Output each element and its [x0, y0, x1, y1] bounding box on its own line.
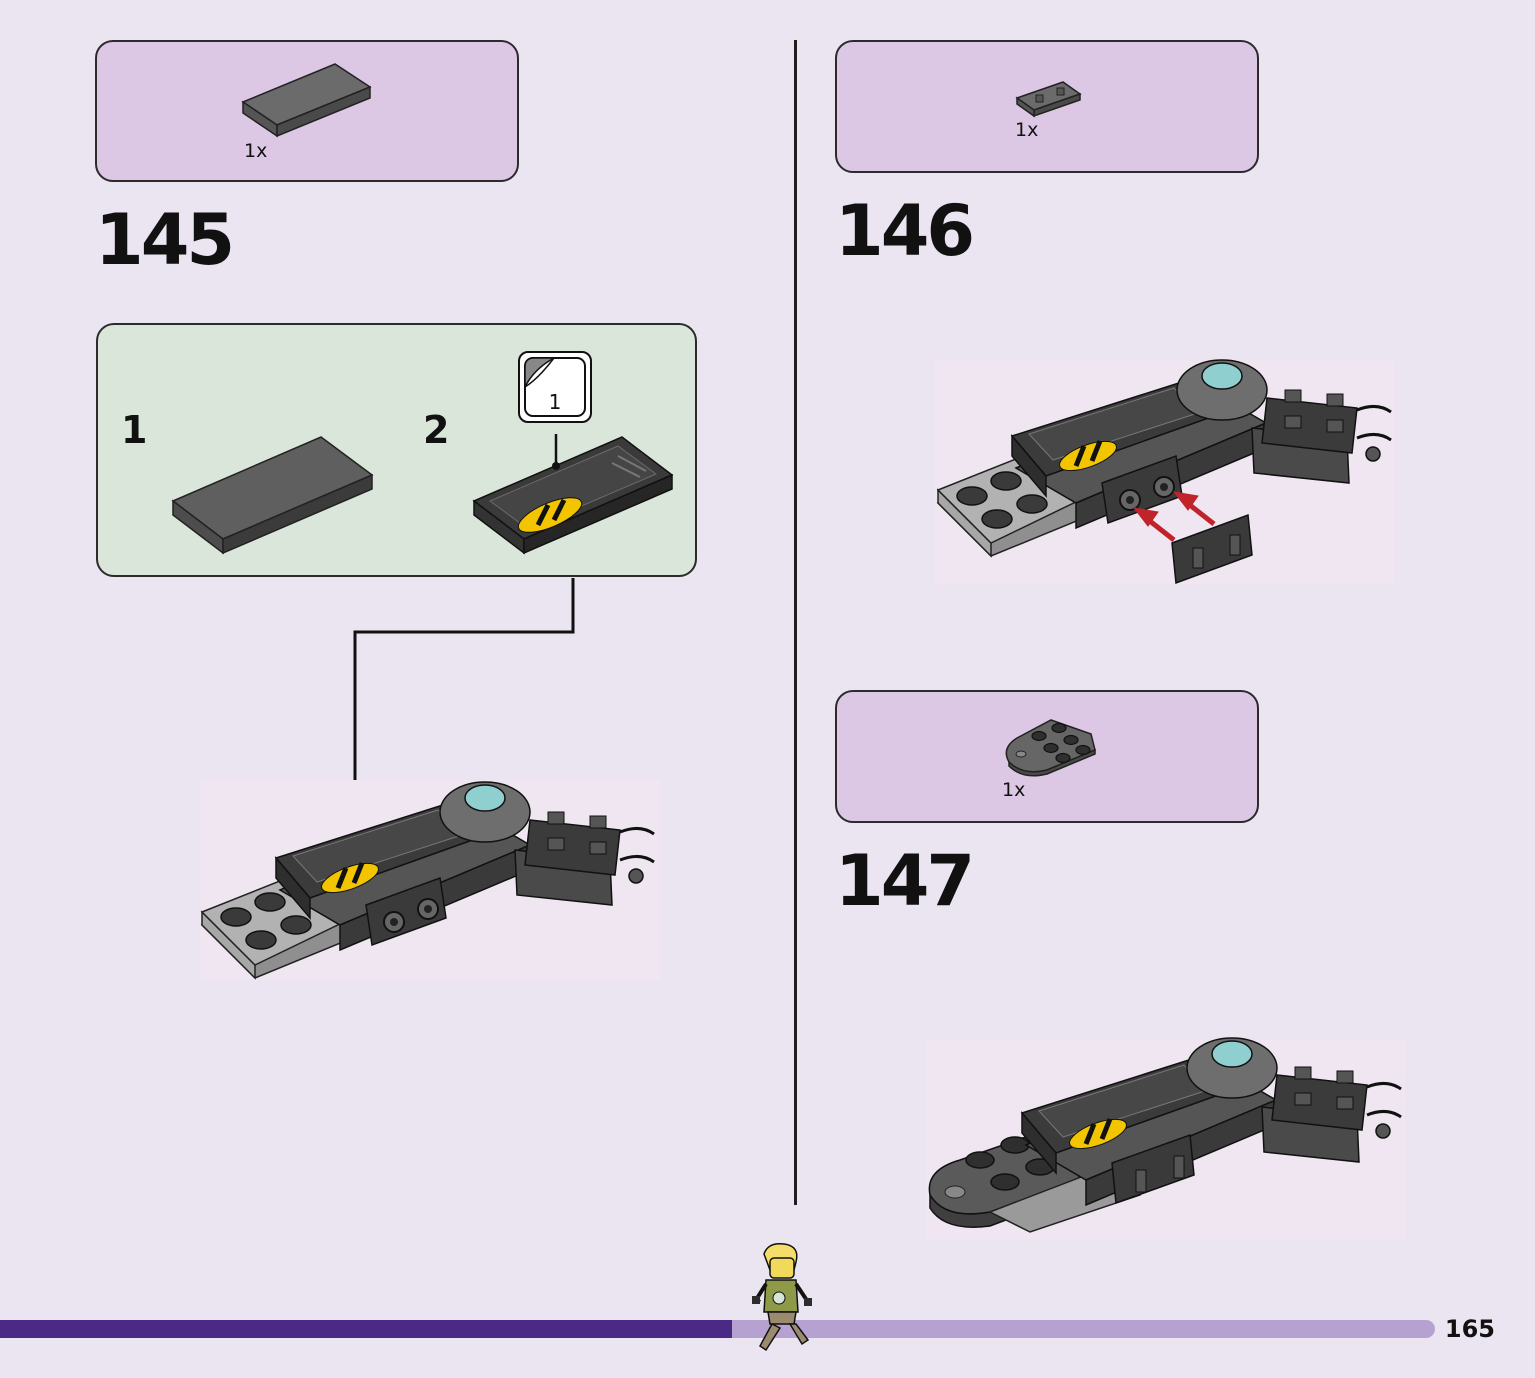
plate-1x2-part-icon — [1015, 81, 1082, 118]
sticker-number: 1 — [549, 390, 562, 414]
step-number-147: 147 — [835, 840, 975, 922]
sub-step-number-2: 2 — [423, 408, 450, 452]
column-divider — [794, 40, 797, 1205]
sticker-sheet-icon: 1 — [524, 357, 586, 417]
minifigure-icon — [752, 1242, 812, 1352]
parts-box-step-145: 1x — [95, 40, 519, 182]
tile-1x2-part-icon — [241, 63, 372, 138]
tile-1x2-icon — [171, 436, 374, 555]
parts-box-step-147: 1x — [835, 690, 1259, 823]
sub-assembly-box: 1 2 1 — [96, 323, 697, 577]
sticker-callout: 1 — [518, 351, 592, 423]
part-quantity: 1x — [244, 140, 268, 162]
parts-box-step-146: 1x — [835, 40, 1259, 173]
progress-bar — [0, 1320, 1435, 1338]
page-number: 165 — [1444, 1315, 1495, 1343]
sub-step-number-1: 1 — [121, 408, 148, 452]
round-plate-part-icon — [1005, 719, 1096, 777]
stickered-tile-icon — [472, 434, 674, 555]
part-quantity: 1x — [1015, 119, 1039, 141]
progress-fill — [0, 1320, 732, 1338]
step-number-146: 146 — [835, 190, 975, 272]
part-quantity: 1x — [1002, 779, 1026, 801]
step-number-145: 145 — [95, 199, 235, 281]
